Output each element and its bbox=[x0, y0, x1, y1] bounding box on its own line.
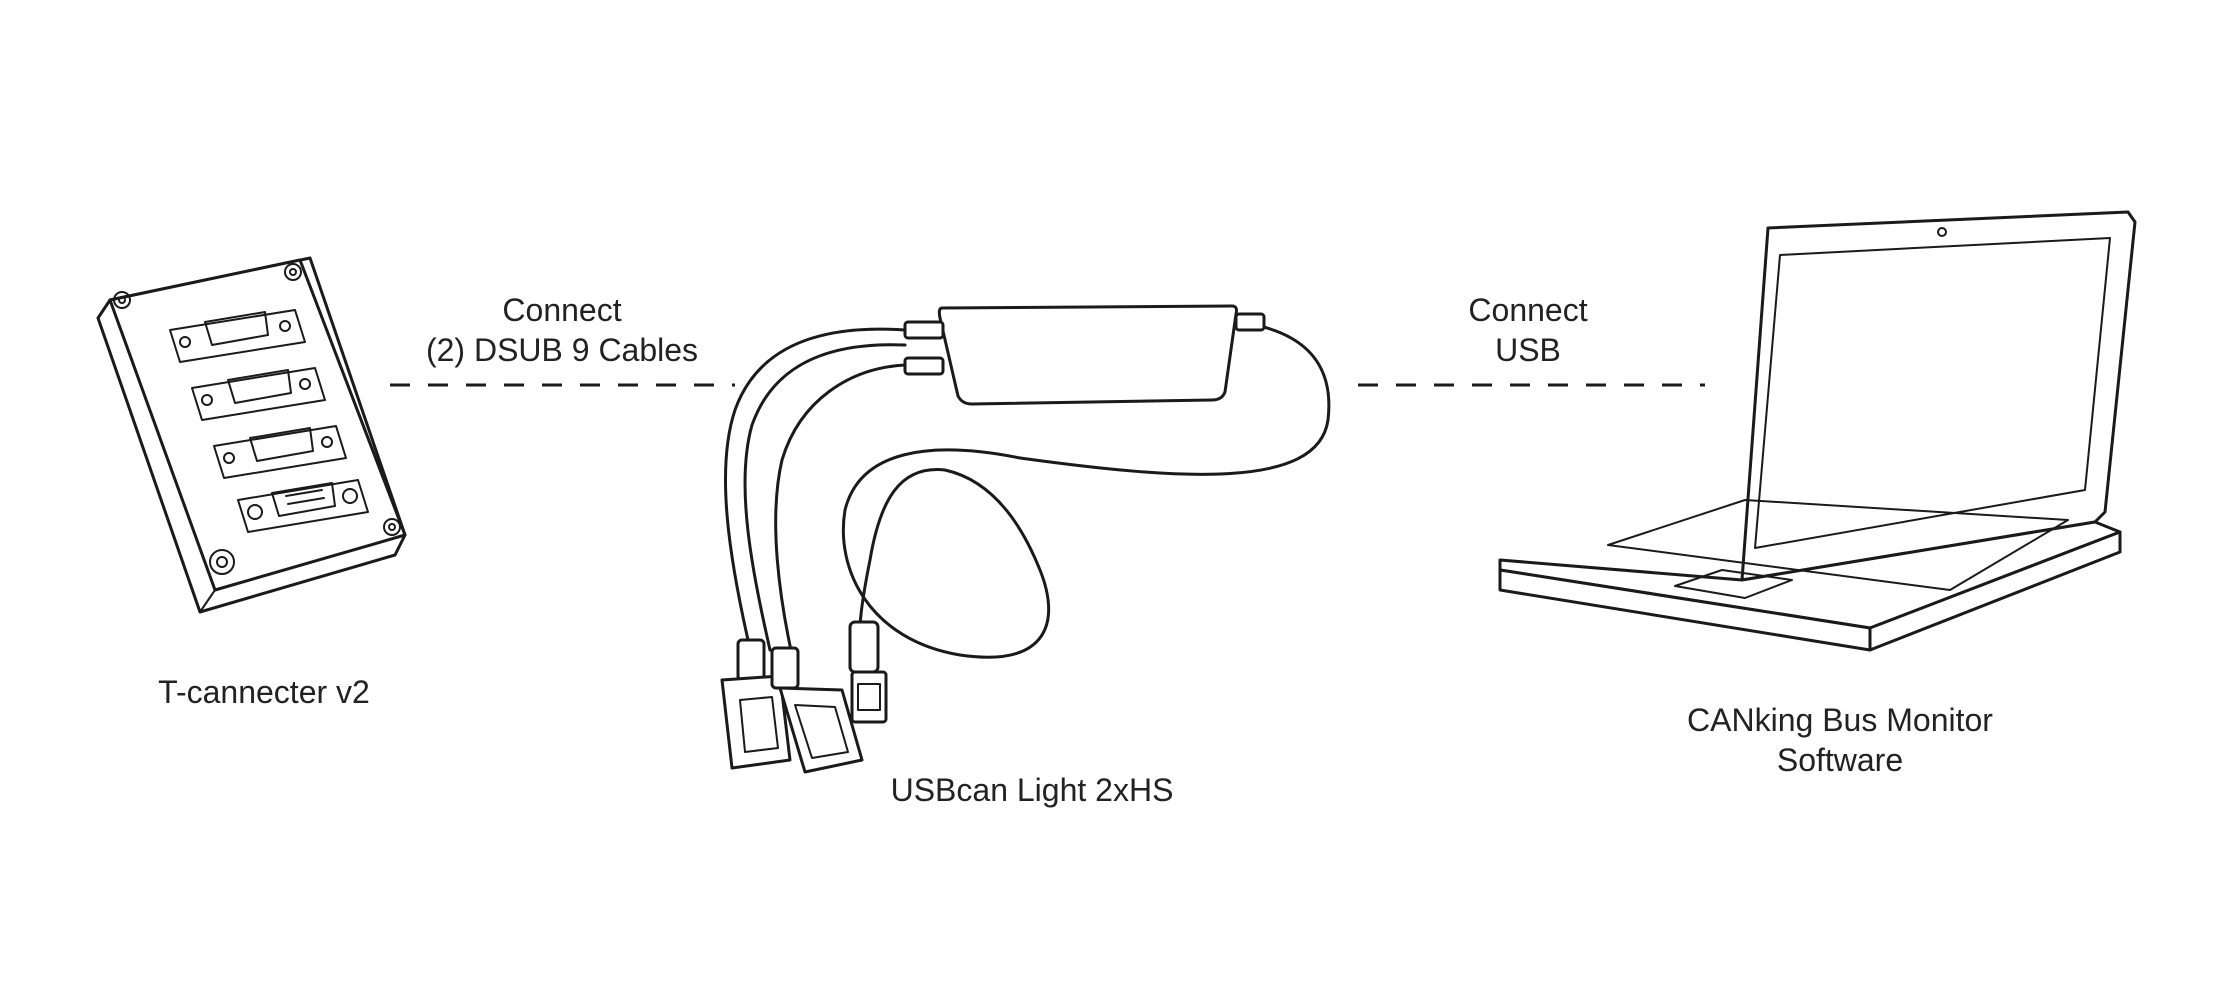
usbcan-device bbox=[720, 304, 1331, 774]
laptop-label: CANking Bus Monitor Software bbox=[1687, 700, 1993, 780]
dsub-port-3 bbox=[213, 425, 347, 479]
laptop-label-line1: CANking Bus Monitor bbox=[1687, 702, 1993, 738]
usbcan-label-text: USBcan Light 2xHS bbox=[890, 772, 1174, 808]
dsub-connection-line1: Connect bbox=[502, 292, 622, 328]
dsub-port-2 bbox=[191, 367, 326, 421]
dsub-plug-1 bbox=[720, 638, 792, 770]
usb-plug bbox=[848, 620, 888, 724]
usb-connection-label: Connect USB bbox=[1468, 290, 1587, 370]
t-connector-label: T-cannecter v2 bbox=[158, 672, 370, 712]
dsub-port-1 bbox=[169, 309, 306, 363]
usb-connection-line2: USB bbox=[1495, 332, 1561, 368]
t-connector-label-text: T-cannecter v2 bbox=[158, 674, 370, 710]
laptop-device bbox=[1498, 210, 2137, 652]
dsub-connection-line2: (2) DSUB 9 Cables bbox=[425, 332, 699, 368]
usb-connection-line1: Connect bbox=[1468, 292, 1588, 328]
usbcan-label: USBcan Light 2xHS bbox=[891, 770, 1174, 810]
laptop-label-line2: Software bbox=[1776, 742, 1904, 778]
dsub-plug-2 bbox=[770, 646, 864, 774]
dsub-connection-label: Connect (2) DSUB 9 Cables bbox=[426, 290, 698, 370]
dsub-port-4 bbox=[237, 479, 369, 533]
webcam-icon bbox=[1937, 227, 1947, 237]
t-connector-device bbox=[96, 256, 407, 614]
t-connector-screws bbox=[113, 263, 401, 575]
